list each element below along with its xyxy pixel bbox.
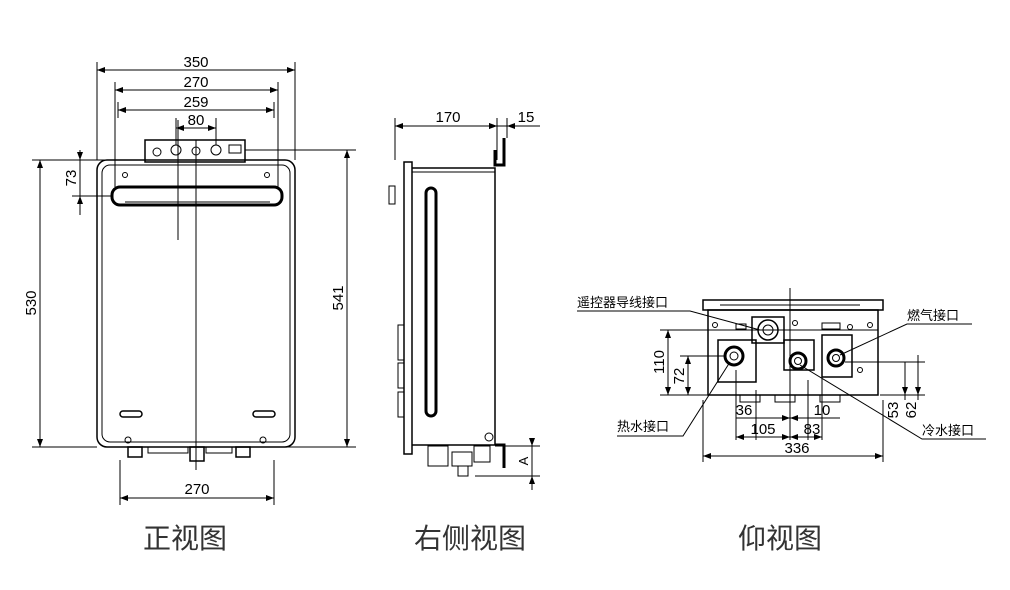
dim-270-top: 270 [183,74,208,91]
gas-housing [821,334,853,378]
label-hot-water-connector: 热水接口 [617,419,669,435]
bracket-slot [228,144,242,154]
side-knob [388,185,396,205]
arrow [665,330,671,395]
remote-connector-inner [762,324,774,336]
dim-62: 62 [903,402,920,419]
screw-icon [847,324,853,330]
side-fitting [451,451,473,467]
label-gas-connector: 燃气接口 [907,308,959,324]
dim-a: A [516,456,531,465]
front-view-title: 正视图 [143,522,227,555]
dim-336: 336 [784,440,809,457]
screw-icon [122,172,128,178]
bottom-view-title: 仰视图 [738,522,822,555]
front-slot-left [119,410,143,418]
dim-73: 73 [63,170,80,187]
leader-remote [577,310,761,331]
screw-icon [857,367,863,373]
leader-hot [617,361,731,437]
bracket-hole-left [152,147,162,157]
dim-80: 80 [188,112,205,129]
dim-36: 36 [736,402,753,419]
leader-cold [799,364,986,440]
remote-connector-port [757,319,779,341]
bottom-foot [819,394,841,403]
front-slot-right [252,410,276,418]
hot-water-port [723,345,745,367]
dim-72: 72 [671,368,688,385]
pipe-stub [235,446,251,458]
pipe-stub [205,446,233,454]
bottom-foot [774,394,796,403]
side-fitting [457,465,469,477]
side-bump [397,362,405,389]
side-bump [397,391,405,418]
screw-icon [264,172,270,178]
pipe-stub [189,446,205,462]
dim-541: 541 [330,285,347,310]
screw-icon [792,320,798,326]
screw-icon [124,436,132,444]
dim-350: 350 [183,54,208,71]
side-fitting [473,445,491,463]
side-view: 170 15 A 右侧视图 [388,109,540,555]
side-fitting [427,445,449,467]
front-view: 350 270 259 80 73 530 [23,54,356,555]
leader-gas [839,323,972,356]
side-bump [397,324,405,361]
side-slot [424,186,438,418]
screw-icon [867,322,873,328]
side-body-outline [412,167,496,446]
arrow [902,387,921,395]
dim-53: 53 [885,402,902,419]
dim-15: 15 [518,109,535,126]
gas-port [826,348,846,368]
hot-water-port-inner [729,351,739,361]
wall-bracket-bottom [495,443,506,468]
cold-water-port-inner [794,357,802,365]
side-view-title: 右侧视图 [414,522,526,555]
mounting-bracket [144,139,246,163]
gas-port-inner [832,354,840,362]
dim-110: 110 [651,350,668,374]
dim-10: 10 [814,402,831,419]
hot-water-housing [717,339,757,383]
bottom-foot [739,394,761,403]
dim-170: 170 [435,109,460,126]
arrow [790,415,798,421]
cold-water-housing [783,339,815,371]
pipe-stub [127,446,143,458]
arrow [176,125,216,131]
dim-105: 105 [750,421,775,438]
bottom-view: 遥控器导线接口 燃气接口 热水接口 冷水接口 110 72 36 10 105 … [577,288,986,555]
wall-bracket-top [493,138,506,167]
arrow [489,123,515,129]
screw-icon [484,432,494,442]
dim-270-bottom: 270 [184,481,209,498]
dim-259: 259 [183,94,208,111]
arrow [685,356,691,395]
dim-83: 83 [804,421,821,438]
arrow [782,415,790,421]
dim-530: 530 [23,290,40,315]
bracket-hole-3 [210,144,222,156]
side-front-panel [403,161,413,455]
label-remote-connector: 遥控器导线接口 [577,295,668,311]
bracket-hole-1 [170,144,182,156]
label-cold-water-connector: 冷水接口 [922,423,974,439]
screw-icon [712,322,718,328]
screw-icon [259,436,267,444]
pipe-stub [147,446,189,454]
small-slot [821,322,841,330]
